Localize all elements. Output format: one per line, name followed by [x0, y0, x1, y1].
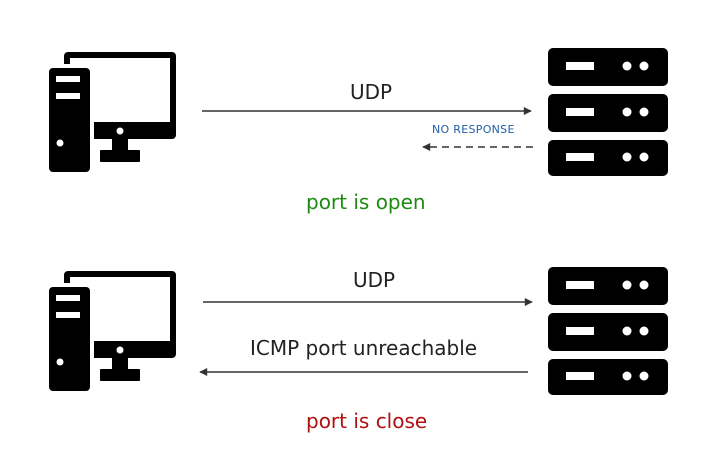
- port-open-result: port is open: [306, 190, 426, 214]
- server-icon-open: [548, 48, 668, 176]
- server-icon-closed: [548, 267, 668, 395]
- udp-request-label-closed: UDP: [353, 268, 396, 292]
- port-close-result: port is close: [306, 409, 428, 433]
- client-computer-icon-open: [45, 52, 176, 176]
- no-response-label: NO RESPONSE: [432, 123, 515, 136]
- client-computer-icon-closed: [45, 271, 176, 395]
- icmp-unreachable-label: ICMP port unreachable: [250, 336, 478, 360]
- udp-request-label-open: UDP: [350, 80, 393, 104]
